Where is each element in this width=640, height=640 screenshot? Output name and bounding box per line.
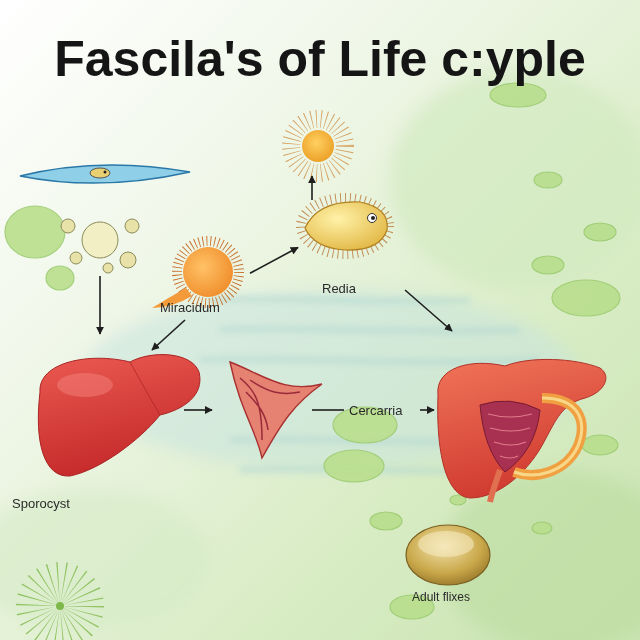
liver	[38, 355, 200, 477]
stage-node: Miracidum	[150, 248, 250, 320]
liver-duct-region	[480, 401, 540, 472]
host-liver	[438, 359, 606, 498]
water-patch	[390, 70, 640, 290]
liver-figure	[38, 355, 200, 477]
lily-pad	[46, 266, 74, 290]
stage-label: Sporocyst	[12, 496, 70, 512]
liver-lobe-line	[130, 362, 160, 415]
lily-pad	[534, 172, 562, 188]
duct-texture	[488, 414, 532, 458]
redia-pupil	[371, 216, 375, 220]
lily-center	[56, 602, 64, 610]
fluke-organs	[240, 378, 300, 440]
water-streak	[220, 329, 520, 331]
lily-rays	[36, 582, 84, 630]
cycle-arrow	[311, 176, 313, 200]
fluke-body	[230, 362, 322, 458]
cycle-arrow	[152, 320, 185, 350]
stage-label: Adult flixes	[412, 590, 470, 604]
lily-pad	[5, 206, 65, 258]
water-streak	[210, 299, 470, 301]
droplet-lens	[20, 165, 190, 183]
cell-spikes	[291, 119, 345, 173]
egg	[103, 263, 113, 273]
cycle-line	[312, 409, 344, 411]
egg	[120, 252, 136, 268]
lily-pad	[532, 256, 564, 274]
adult-fluke-figure	[406, 525, 490, 585]
lily-pad	[370, 512, 402, 530]
water-droplet	[20, 165, 190, 183]
cycle-arrow	[250, 248, 298, 274]
gall-band	[514, 398, 582, 475]
miracidium-figure	[152, 241, 239, 308]
lily-pad	[582, 435, 618, 455]
redia-body	[305, 202, 387, 250]
miracidium-body	[183, 247, 233, 297]
lily-flower	[36, 582, 84, 630]
lily-pads	[5, 83, 620, 619]
adult-disc	[406, 525, 490, 585]
stage-label-node: Cercarria	[346, 400, 418, 422]
stage-node: Redia	[298, 195, 392, 300]
liver-highlight	[57, 373, 113, 397]
egg	[61, 219, 75, 233]
lily-pad	[532, 522, 552, 534]
cycle-arrow	[184, 409, 212, 411]
bile-duct	[490, 470, 500, 502]
redia-figure	[301, 198, 389, 254]
lily-pad	[324, 450, 384, 482]
egg	[82, 222, 118, 258]
spiky-cell	[291, 119, 345, 173]
water-streak	[200, 359, 540, 362]
disc-highlight	[418, 531, 474, 557]
diagram-title: Fascila's of Life c:yple	[0, 32, 640, 87]
gall-band-inner	[514, 398, 582, 475]
stage-node: Adult flixes	[402, 520, 494, 608]
stage-label: Miracidum	[160, 300, 220, 316]
egg	[70, 252, 82, 264]
cycle-arrow	[99, 276, 101, 334]
stage-node: Sporocyst	[8, 350, 208, 515]
cycle-arrow	[420, 409, 434, 411]
stage-label: Redia	[322, 281, 356, 297]
egg-eye	[104, 171, 107, 174]
egg-in-water	[90, 168, 110, 178]
egg	[125, 219, 139, 233]
lily-pad	[584, 223, 616, 241]
lily-pad	[552, 280, 620, 316]
stage-label: Cercarria	[349, 403, 402, 419]
water-patch	[0, 490, 210, 630]
host-liver-figure	[438, 359, 606, 502]
redia-fringe	[301, 198, 389, 254]
water-wash	[0, 70, 640, 640]
eggs-cluster	[61, 219, 139, 273]
cycle-arrow	[405, 290, 452, 331]
cell-body	[302, 130, 334, 162]
redia-eye	[368, 214, 377, 223]
fluke-figure	[230, 362, 322, 458]
